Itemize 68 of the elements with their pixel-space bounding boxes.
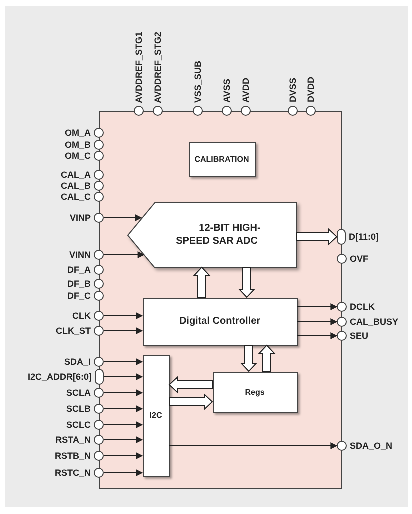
pin-label: CAL_BUSY bbox=[350, 318, 399, 326]
pin-label: SDA_I bbox=[64, 358, 91, 366]
block-arrow bbox=[193, 266, 211, 298]
arrow bbox=[104, 252, 145, 258]
block-label: I2C bbox=[150, 411, 162, 420]
pin-label: SDA_O_N bbox=[350, 442, 393, 450]
pin-label: SCLA bbox=[66, 388, 91, 398]
pin-label: SCLB bbox=[66, 404, 91, 414]
pin-label: DF_B bbox=[67, 280, 91, 288]
arrow bbox=[104, 470, 144, 476]
pin-label: RSTB_N bbox=[54, 452, 91, 460]
block-arrow bbox=[238, 267, 256, 298]
arrow bbox=[104, 312, 144, 320]
pin-label: DF_C bbox=[67, 292, 91, 300]
pin-label: CAL_A bbox=[60, 170, 91, 180]
arrow bbox=[104, 452, 144, 460]
arrow bbox=[104, 390, 144, 396]
pin-label: CLK_ST bbox=[56, 326, 91, 336]
arrow bbox=[104, 406, 144, 412]
block-arrow bbox=[258, 344, 276, 372]
pin-label: I2C_ADDR[6:0] bbox=[28, 372, 92, 382]
pin-label: RSTA_N bbox=[56, 436, 91, 444]
block-arrow bbox=[168, 376, 213, 394]
pin-label: D[11:0] bbox=[349, 232, 380, 242]
block-label: CALIBRATION bbox=[194, 154, 250, 164]
registers-block bbox=[212, 372, 298, 412]
pin-label: CLK bbox=[72, 312, 91, 320]
block-arrow bbox=[169, 393, 214, 411]
pin-label: SEU bbox=[350, 332, 369, 340]
i2c-block bbox=[142, 354, 170, 476]
arrow bbox=[297, 318, 338, 326]
pin-label: VINP bbox=[70, 214, 91, 222]
calibration-block bbox=[188, 142, 256, 176]
block-arrow bbox=[240, 345, 258, 372]
pin-label: DCLK bbox=[350, 302, 375, 312]
pin-label: CAL_B bbox=[60, 182, 91, 190]
arrow bbox=[104, 214, 142, 222]
pin-label: OVF bbox=[350, 254, 369, 264]
arrow bbox=[104, 328, 144, 334]
arrow bbox=[104, 422, 144, 428]
pin-label: AVDDREF_STG2 bbox=[154, 32, 162, 103]
arrow bbox=[104, 436, 144, 444]
pin-label: AVDD bbox=[242, 78, 250, 103]
arrow bbox=[297, 332, 338, 340]
pin-label: OM_A bbox=[64, 128, 91, 138]
block-label: Digital Controller bbox=[179, 316, 261, 327]
pin-label: DVDD bbox=[306, 77, 316, 103]
pin-label: DF_A bbox=[67, 266, 91, 274]
pin-label: CAL_C bbox=[60, 192, 91, 202]
controller-block bbox=[142, 298, 298, 346]
block-label: Regs bbox=[245, 388, 265, 396]
adc-block bbox=[128, 202, 296, 268]
pin-label: OM_B bbox=[64, 140, 91, 150]
pin-label: VSS_SUB bbox=[194, 60, 202, 103]
pin-label: AVSS bbox=[222, 79, 232, 103]
pin-label: VINN bbox=[69, 250, 91, 260]
arrow bbox=[104, 374, 144, 380]
pin-label: RSTC_N bbox=[54, 468, 91, 478]
pin-label: AVDDREF_STG1 bbox=[134, 32, 144, 103]
chip-outline bbox=[99, 111, 342, 489]
arrow bbox=[297, 304, 338, 310]
pin-label: DVSS bbox=[288, 78, 298, 103]
pin-label: SCLC bbox=[66, 420, 91, 430]
arrow bbox=[169, 442, 338, 450]
block-label: 12-BIT HIGH-SPEED SAR ADC bbox=[175, 222, 262, 248]
arrow bbox=[104, 358, 144, 366]
pin-label: OM_C bbox=[64, 152, 91, 160]
block-arrow bbox=[296, 228, 338, 246]
